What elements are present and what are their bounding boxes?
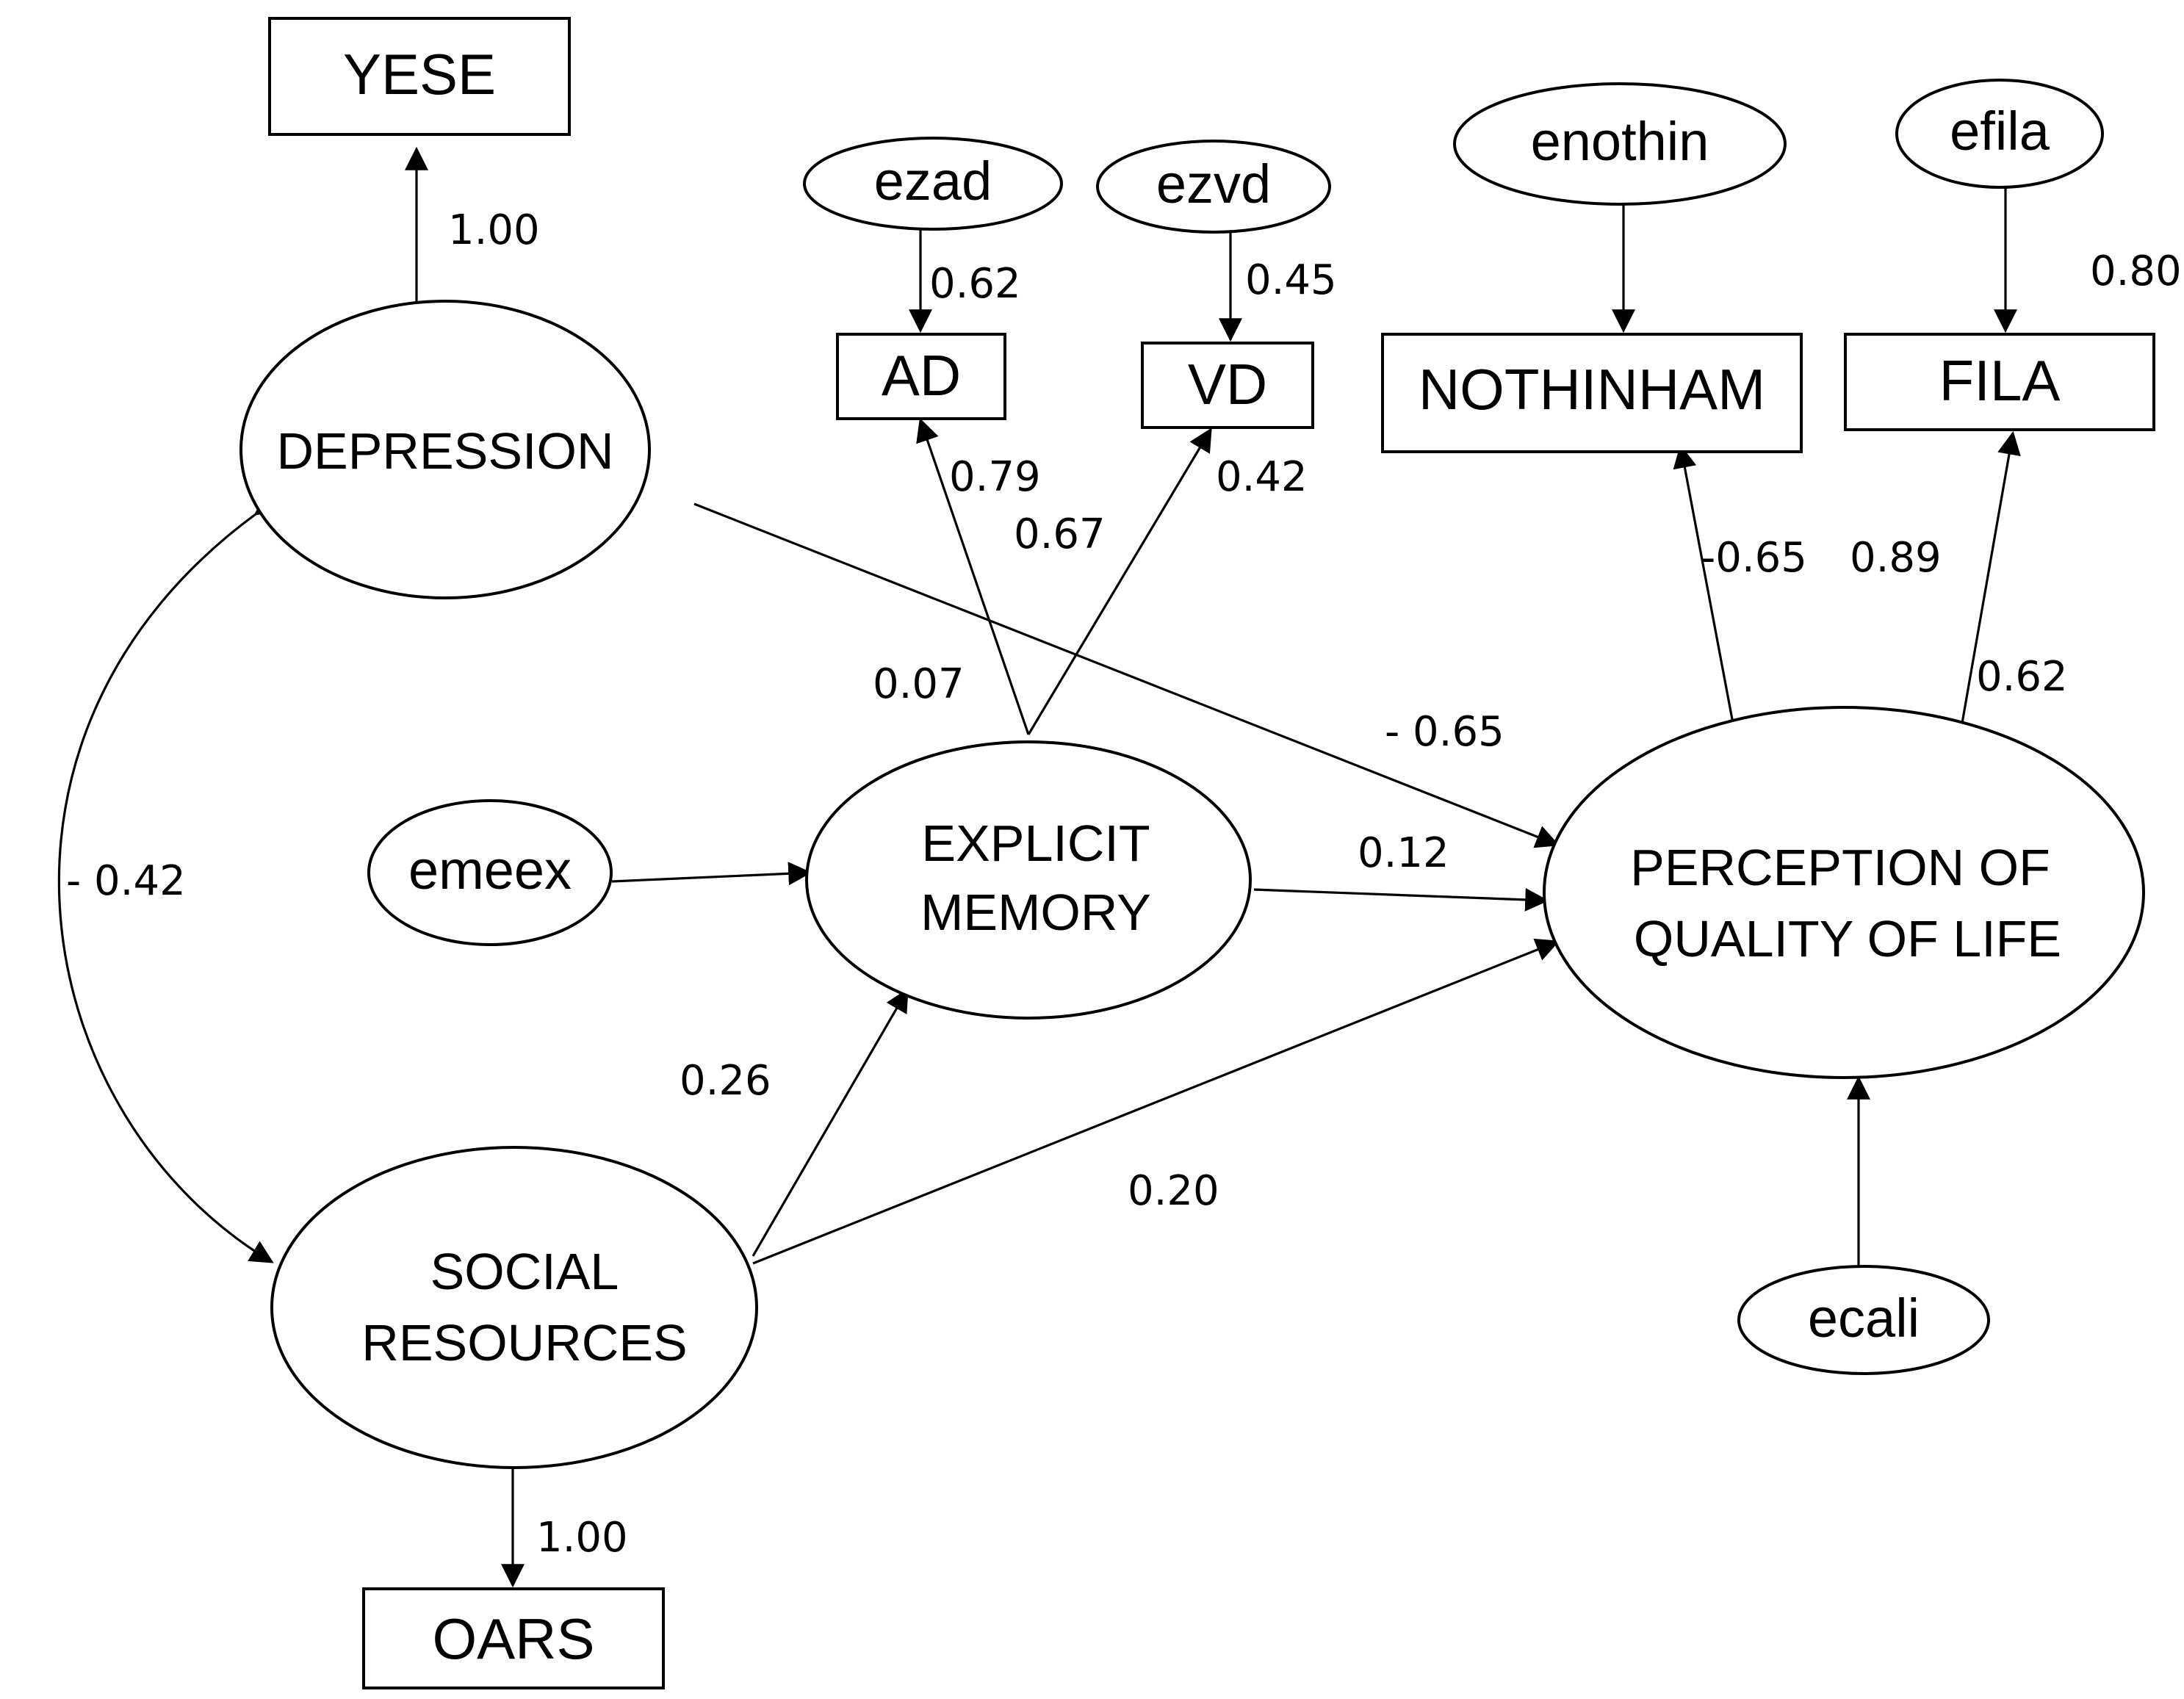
coef-qol-fila-left: 0.89 — [1850, 534, 1942, 582]
coef-social-oars: 1.00 — [536, 1514, 628, 1562]
coef-memory-vd: 0.42 — [1216, 453, 1308, 501]
label-social-resources-line2: RESOURCES — [361, 1314, 687, 1371]
label-perception-line1: PERCEPTION OF — [1630, 839, 2050, 896]
label-ad: AD — [882, 343, 961, 408]
edge-memory-ad — [916, 417, 1030, 735]
error-ezad — [803, 137, 1063, 231]
error-efila — [1895, 79, 2104, 189]
coef-social-qol: 0.20 — [1128, 1167, 1219, 1215]
edge-qol-nothinham — [1673, 444, 1735, 728]
label-vd: VD — [1188, 352, 1267, 416]
box-fila — [1844, 333, 2155, 431]
box-vd — [1141, 342, 1314, 429]
box-nothinham — [1381, 333, 1803, 453]
coef-depression-qol: - 0.65 — [1385, 708, 1504, 756]
coefficients: 1.00 0.62 0.45 0.80 0.79 0.42 0.67 0.07 … — [66, 206, 2182, 1562]
error-ecali — [1737, 1265, 1990, 1375]
label-depression: DEPRESSION — [277, 422, 614, 480]
label-emeex: emeex — [408, 840, 572, 901]
edge-depression-qol — [693, 502, 1560, 848]
edge-depression-social-covariance — [57, 492, 280, 1263]
label-efila: efila — [1950, 101, 2050, 162]
latent-social-resources — [270, 1146, 758, 1469]
label-oars: OARS — [432, 1606, 594, 1671]
edge-qol-fila — [1960, 430, 2021, 728]
coef-memory-qol: 0.12 — [1358, 829, 1449, 877]
edge-emeex-memory — [611, 862, 812, 886]
label-ezvd: ezvd — [1156, 154, 1271, 214]
edge-social-qol — [752, 938, 1560, 1265]
label-perception-line2: QUALITY OF LIFE — [1634, 910, 2061, 967]
label-explicit-memory-line1: EXPLICIT — [921, 815, 1150, 872]
error-emeex — [367, 799, 613, 946]
latent-depression — [239, 300, 651, 599]
coef-067: 0.67 — [1014, 511, 1106, 558]
label-explicit-memory-line2: MEMORY — [920, 884, 1151, 941]
edge-memory-qol — [1253, 887, 1549, 912]
coef-depression-social: - 0.42 — [66, 857, 186, 905]
label-nothinham: NOTHINHAM — [1419, 357, 1765, 422]
latent-constructs: DEPRESSION EXPLICIT MEMORY SOCIAL RESOUR… — [239, 300, 2145, 1469]
error-enothin — [1453, 82, 1787, 206]
edges — [57, 146, 2021, 1588]
box-oars — [362, 1587, 665, 1689]
label-yese: YESE — [343, 42, 496, 107]
coef-ezvd-vd: 0.45 — [1245, 256, 1337, 304]
error-ezvd — [1096, 140, 1331, 234]
box-yese — [268, 17, 571, 136]
label-ezad: ezad — [874, 151, 992, 212]
label-ecali: ecali — [1808, 1288, 1920, 1349]
label-social-resources-line1: SOCIAL — [430, 1243, 619, 1300]
coef-ezad-ad: 0.62 — [929, 260, 1021, 308]
box-ad — [836, 333, 1006, 420]
edge-social-memory — [752, 988, 909, 1257]
latent-explicit-memory — [805, 740, 1252, 1020]
coef-007: 0.07 — [873, 660, 965, 708]
error-terms: ezad ezvd enothin efila emeex ecali — [367, 79, 2104, 1375]
label-fila: FILA — [1939, 348, 2061, 413]
latent-perception-quality-of-life — [1543, 706, 2145, 1079]
observed-variables: YESE AD VD NOTHINHAM FILA OARS — [268, 17, 2155, 1689]
coef-qol-nothinham: -0.65 — [1701, 534, 1807, 582]
label-enothin: enothin — [1531, 111, 1709, 172]
coef-qol-fila: 0.62 — [1976, 653, 2068, 701]
coef-social-memory: 0.26 — [680, 1057, 771, 1105]
edge-memory-vd — [1027, 428, 1212, 735]
coef-efila-fila: 0.80 — [2090, 248, 2182, 295]
coef-depression-yese: 1.00 — [448, 206, 540, 254]
coef-memory-ad: 0.79 — [949, 453, 1041, 501]
